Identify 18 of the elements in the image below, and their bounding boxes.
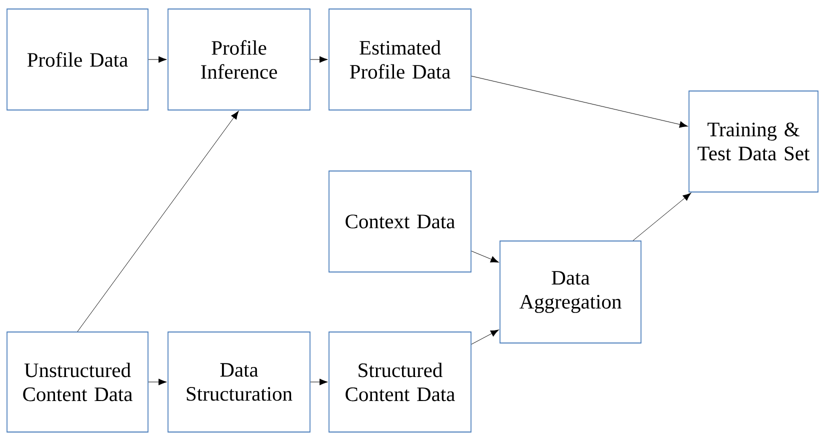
- arrow: [148, 378, 167, 386]
- arrow: [310, 378, 328, 386]
- process-box: Training & Test Data Set: [688, 90, 818, 192]
- arrow: [471, 76, 688, 128]
- process-box: Structured Content Data: [328, 332, 472, 432]
- process-box: Unstructured Content Data: [6, 332, 148, 432]
- process-box: Data Structuration: [168, 332, 310, 432]
- arrow: [471, 330, 499, 345]
- arrow: [310, 56, 328, 63]
- arrow: [632, 192, 692, 241]
- process-box: Profile Data: [6, 8, 148, 110]
- process-box: Data Aggregation: [500, 240, 642, 344]
- process-box: Profile Inference: [168, 8, 310, 110]
- process-box: Context Data: [328, 170, 472, 272]
- arrow: [148, 56, 167, 63]
- process-box: Estimated Profile Data: [328, 8, 472, 110]
- arrow: [77, 111, 239, 332]
- arrow: [471, 250, 499, 263]
